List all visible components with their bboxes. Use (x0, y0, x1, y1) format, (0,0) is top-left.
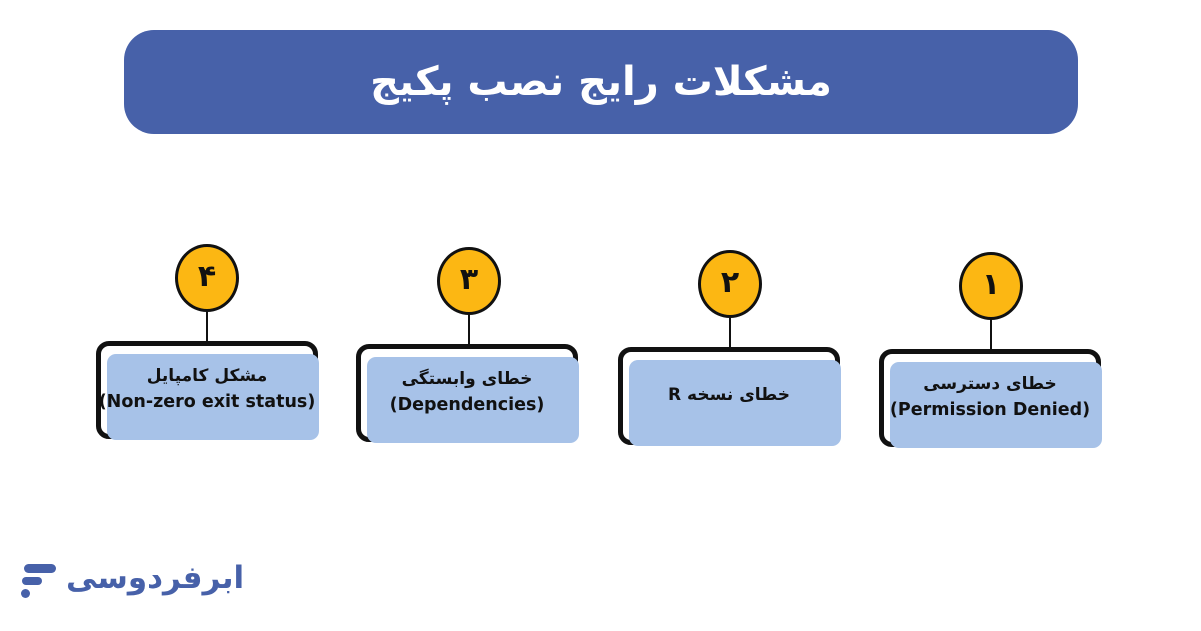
logo-dot (21, 589, 30, 598)
connector-line-4 (206, 310, 208, 344)
step-badge-2[interactable]: ۲ (698, 250, 762, 318)
brand-logo: ابرفردوسی (18, 558, 244, 598)
three-bars-logo-icon (18, 558, 56, 598)
card-text-3: خطای وابستگی (Dependencies) (361, 349, 573, 437)
logo-text: ابرفردوسی (66, 559, 245, 596)
connector-line-3 (468, 313, 470, 345)
card-fill-3 (367, 357, 579, 443)
card-title-en-3: (Dependencies) (389, 394, 545, 415)
info-card-1[interactable]: خطای دسترسی (Permission Denied) (879, 349, 1102, 448)
card-title-en-1: (Permission Denied) (889, 399, 1091, 420)
page-title: مشکلات رایج نصب پکیج (370, 59, 832, 105)
card-fill-1 (890, 362, 1102, 448)
step-number-2: ۲ (720, 265, 740, 300)
card-title-fa-3: خطای وابستگی (401, 369, 533, 390)
step-badge-4[interactable]: ۴ (175, 244, 239, 312)
step-number-1: ۱ (981, 267, 1001, 302)
card-title-fa-1: خطای دسترسی (923, 374, 1057, 395)
card-fill-2 (629, 360, 841, 446)
card-title-en-4: (Non-zero exit status) (98, 391, 316, 412)
logo-bar-top (24, 564, 56, 573)
connector-line-1 (990, 318, 992, 350)
step-number-3: ۳ (459, 262, 479, 297)
card-fill-4 (107, 354, 319, 440)
info-card-2[interactable]: خطای نسخه R (618, 347, 841, 446)
step-number-4: ۴ (197, 259, 217, 294)
card-text-1: خطای دسترسی (Permission Denied) (884, 354, 1096, 442)
step-badge-1[interactable]: ۱ (959, 252, 1023, 320)
card-title-fa-4: مشکل کامپایل (146, 366, 268, 387)
page-header-banner: مشکلات رایج نصب پکیج (124, 30, 1078, 134)
info-card-3[interactable]: خطای وابستگی (Dependencies) (356, 344, 579, 443)
info-card-4[interactable]: مشکل کامپایل (Non-zero exit status) (96, 341, 319, 440)
card-text-4: مشکل کامپایل (Non-zero exit status) (98, 346, 316, 434)
card-text-2: خطای نسخه R (623, 352, 835, 440)
logo-bar-middle (22, 577, 42, 585)
step-badge-3[interactable]: ۳ (437, 247, 501, 315)
card-title-fa-2: خطای نسخه R (668, 385, 790, 406)
connector-line-2 (729, 316, 731, 348)
